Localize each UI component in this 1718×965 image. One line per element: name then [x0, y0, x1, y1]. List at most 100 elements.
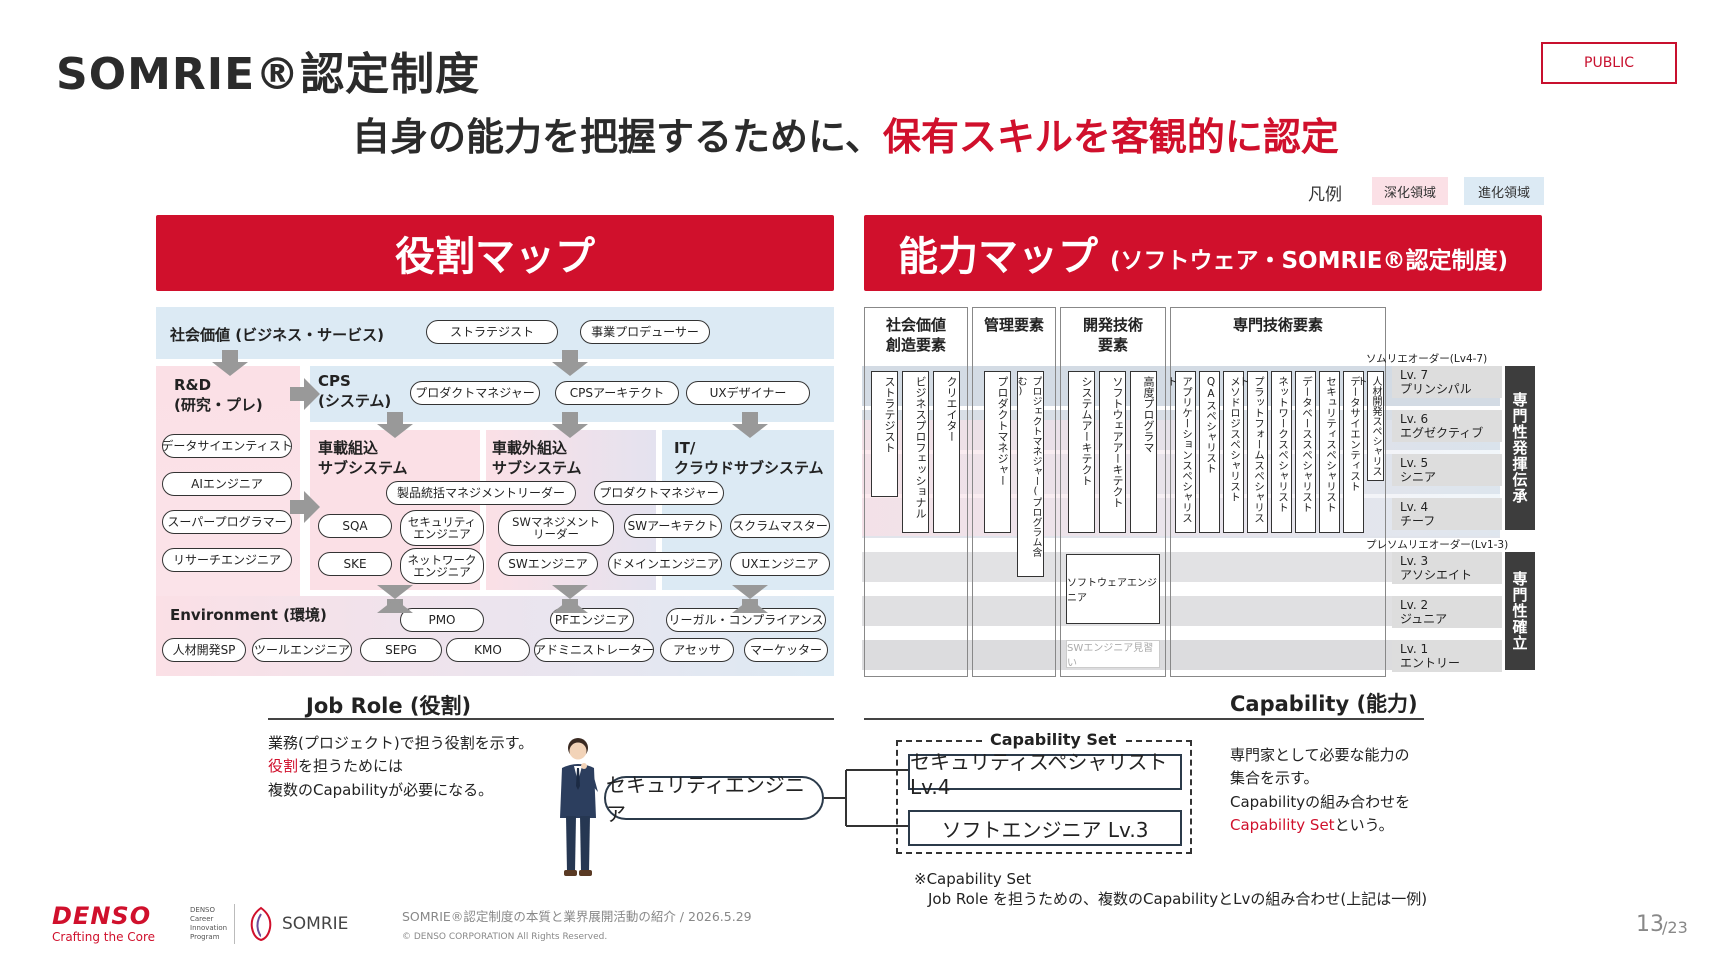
pill-scrum-master: スクラムマスター: [730, 514, 830, 538]
cap-software-architect: ソフトウェアアーキテクト: [1099, 371, 1126, 533]
side-label-upper: 専門性発揮伝承: [1505, 366, 1535, 530]
pill-sw-architect: SWアーキテクト: [624, 514, 722, 538]
cap-database-specialist: データベーススペシャリスト: [1295, 371, 1316, 533]
footer-copyright: © DENSO CORPORATION All Rights Reserved.: [402, 932, 608, 942]
capability-map-banner: 能力マップ (ソフトウェア・SOMRIE®認定制度): [864, 215, 1542, 291]
pill-network-engineer: ネットワーク エンジニア: [400, 548, 484, 584]
pill-product-manager-cps: プロダクトマネジャー: [410, 381, 540, 405]
cap-set-item-security: セキュリティスペシャリスト Lv.4: [908, 750, 1182, 799]
pill-sqa: SQA: [318, 514, 392, 538]
capability-note: ※Capability Set Job Role を担うための、複数のCapab…: [914, 870, 1427, 909]
job-role-line1: 業務(プロジェクト)で担う役割を示す。: [268, 734, 534, 752]
footer-divider: [234, 904, 235, 944]
capability-desc3: Capabilityの組み合わせを: [1230, 792, 1411, 811]
cap-strategist: ストラテジスト: [871, 371, 898, 497]
cap-project-manager: プロジェクトマネジャー(プログラム含む): [1015, 371, 1044, 577]
career-program-label: DENSO Career Innovation Program: [190, 906, 228, 942]
cap-software-engineer: ソフトウェアエンジニア: [1066, 554, 1160, 624]
pill-sw-engineer: SWエンジニア: [498, 552, 598, 576]
sub1-label: 車載組込 サブシステム: [318, 439, 408, 478]
cap-network-specialist: ネットワークスペシャリスト: [1271, 371, 1292, 533]
job-role-desc: 業務(プロジェクト)で担う役割を示す。 役割を担うためには 複数のCapabil…: [268, 732, 533, 802]
sub3-label: IT/ クラウドサブシステム: [674, 439, 824, 478]
pill-ai-engineer: AIエンジニア: [162, 472, 292, 496]
capability-note2: Job Role を担うための、複数のCapabilityとLvの組み合わせ(上…: [928, 889, 1428, 908]
col-dev-header: 開発技術 要素: [1082, 316, 1143, 354]
cap-data-scientist: データサイエンティスト: [1343, 371, 1364, 533]
cap-advanced-programmer: 高度プログラマ: [1130, 371, 1157, 533]
cap-methodology-specialist: メソドロジスペシャリスト: [1223, 371, 1244, 533]
pill-hr-sp: 人材開発SP: [162, 638, 246, 662]
pill-tool-engineer: ツールエンジニア: [252, 638, 352, 662]
pill-assessor: アセッサ: [660, 638, 734, 662]
page-subtitle: 自身の能力を把握するために、保有スキルを客観的に認定: [352, 106, 1339, 161]
pill-legal-compliance: リーガル・コンプライアンス: [666, 608, 826, 632]
col-dev: [1060, 307, 1166, 677]
capability-desc: 専門家として必要な能力の 集合を示す。 Capabilityの組み合わせを Ca…: [1230, 744, 1410, 837]
pill-super-programmer: スーパープログラマー: [162, 510, 292, 534]
denso-logo: DENSO: [52, 902, 152, 930]
cap-set-item-software: ソフトエンジニア Lv.3: [908, 810, 1182, 846]
cap-product-manager: プロダクトマネジャー: [984, 371, 1011, 533]
col-social: [864, 307, 968, 677]
pill-research-engineer: リサーチエンジニア: [162, 548, 292, 572]
capability-desc4: Capability Setという。: [1230, 815, 1394, 834]
capability-banner-main: 能力マップ: [897, 234, 1098, 280]
side-label-lower: 専門性確立: [1505, 552, 1535, 670]
cap-business-professional: ビジネスプロフェッショナル: [902, 371, 929, 533]
group-upper-label: ソムリエオーダー(Lv4-7): [1366, 353, 1488, 365]
page-title: SOMRIE®認定制度: [56, 49, 481, 100]
pill-pmo: PMO: [400, 608, 484, 632]
pill-data-scientist: データサイエンティスト: [161, 434, 293, 458]
footer-doc-title: SOMRIE®認定制度の本質と業界展開活動の紹介 / 2026.5.29: [402, 909, 752, 924]
pill-ux-designer: UXデザイナー: [686, 381, 810, 405]
capability-note1: ※Capability Set: [914, 870, 1032, 888]
social-value-label: 社会価値 (ビジネス・サービス): [170, 326, 384, 344]
subtitle-red: 保有スキルを客観的に認定: [882, 115, 1339, 159]
cap-creator: クリエイター: [933, 371, 960, 533]
legend-evolve: 進化領域: [1464, 177, 1544, 205]
cap-security-specialist: セキュリティスペシャリスト: [1319, 371, 1340, 533]
job-role-line2: 役割を担うためには: [268, 757, 404, 776]
pill-security-engineer: セキュリティ エンジニア: [400, 510, 484, 546]
role-pill-security-engineer: セキュリティエンジニア: [604, 773, 824, 826]
capability-set-title: Capability Set: [982, 730, 1125, 749]
pill-kmo: KMO: [446, 638, 530, 662]
rd-label: R&D (研究・プレ): [174, 376, 263, 415]
pill-sw-mgmt-lead: SWマネジメント リーダー: [498, 510, 614, 546]
group-lower-label: プレソムリエオーダー(Lv1-3): [1366, 539, 1509, 551]
pill-domain-engineer: ドメインエンジニア: [608, 552, 722, 576]
pill-ux-engineer: UXエンジニア: [730, 552, 830, 576]
person-icon: [560, 738, 598, 876]
cap-system-architect: システムアーキテクト: [1068, 371, 1095, 533]
pill-sepg: SEPG: [360, 638, 442, 662]
somrie-logo-icon: [250, 906, 272, 942]
cap-hr-specialist: 人材開発スペシャリスト: [1355, 371, 1384, 481]
somrie-text: SOMRIE: [282, 914, 349, 934]
pill-business-producer: 事業プロデューサー: [580, 320, 710, 344]
col-specialist-header: 専門技術要素: [1232, 316, 1323, 334]
pill-cps-architect: CPSアーキテクト: [555, 381, 679, 405]
cap-sw-engineer-candidate: SWエンジニア見習い: [1066, 640, 1160, 669]
job-role-heading: Job Role (役割): [306, 694, 472, 718]
capability-desc2: 集合を示す。: [1230, 769, 1319, 788]
capability-heading: Capability (能力): [1230, 692, 1418, 716]
col-management: [972, 307, 1056, 677]
col-social-header: 社会価値 創造要素: [885, 316, 946, 354]
legend-label: 凡例: [1308, 185, 1342, 205]
capability-desc1: 専門家として必要な能力の: [1230, 746, 1410, 764]
subtitle-black: 自身の能力を把握するために、: [352, 115, 883, 159]
pill-product-lead: 製品統括マネジメントリーダー: [386, 481, 576, 505]
cap-application-specialist: アプリケーションスペシャリスト: [1166, 371, 1196, 533]
connector-lines: [824, 769, 910, 827]
pill-administrator: アドミニストレーター: [534, 638, 654, 662]
page-number: 13: [1636, 912, 1664, 937]
pill-ske: SKE: [318, 552, 392, 576]
job-role-line3: 複数のCapabilityが必要になる。: [268, 780, 494, 799]
